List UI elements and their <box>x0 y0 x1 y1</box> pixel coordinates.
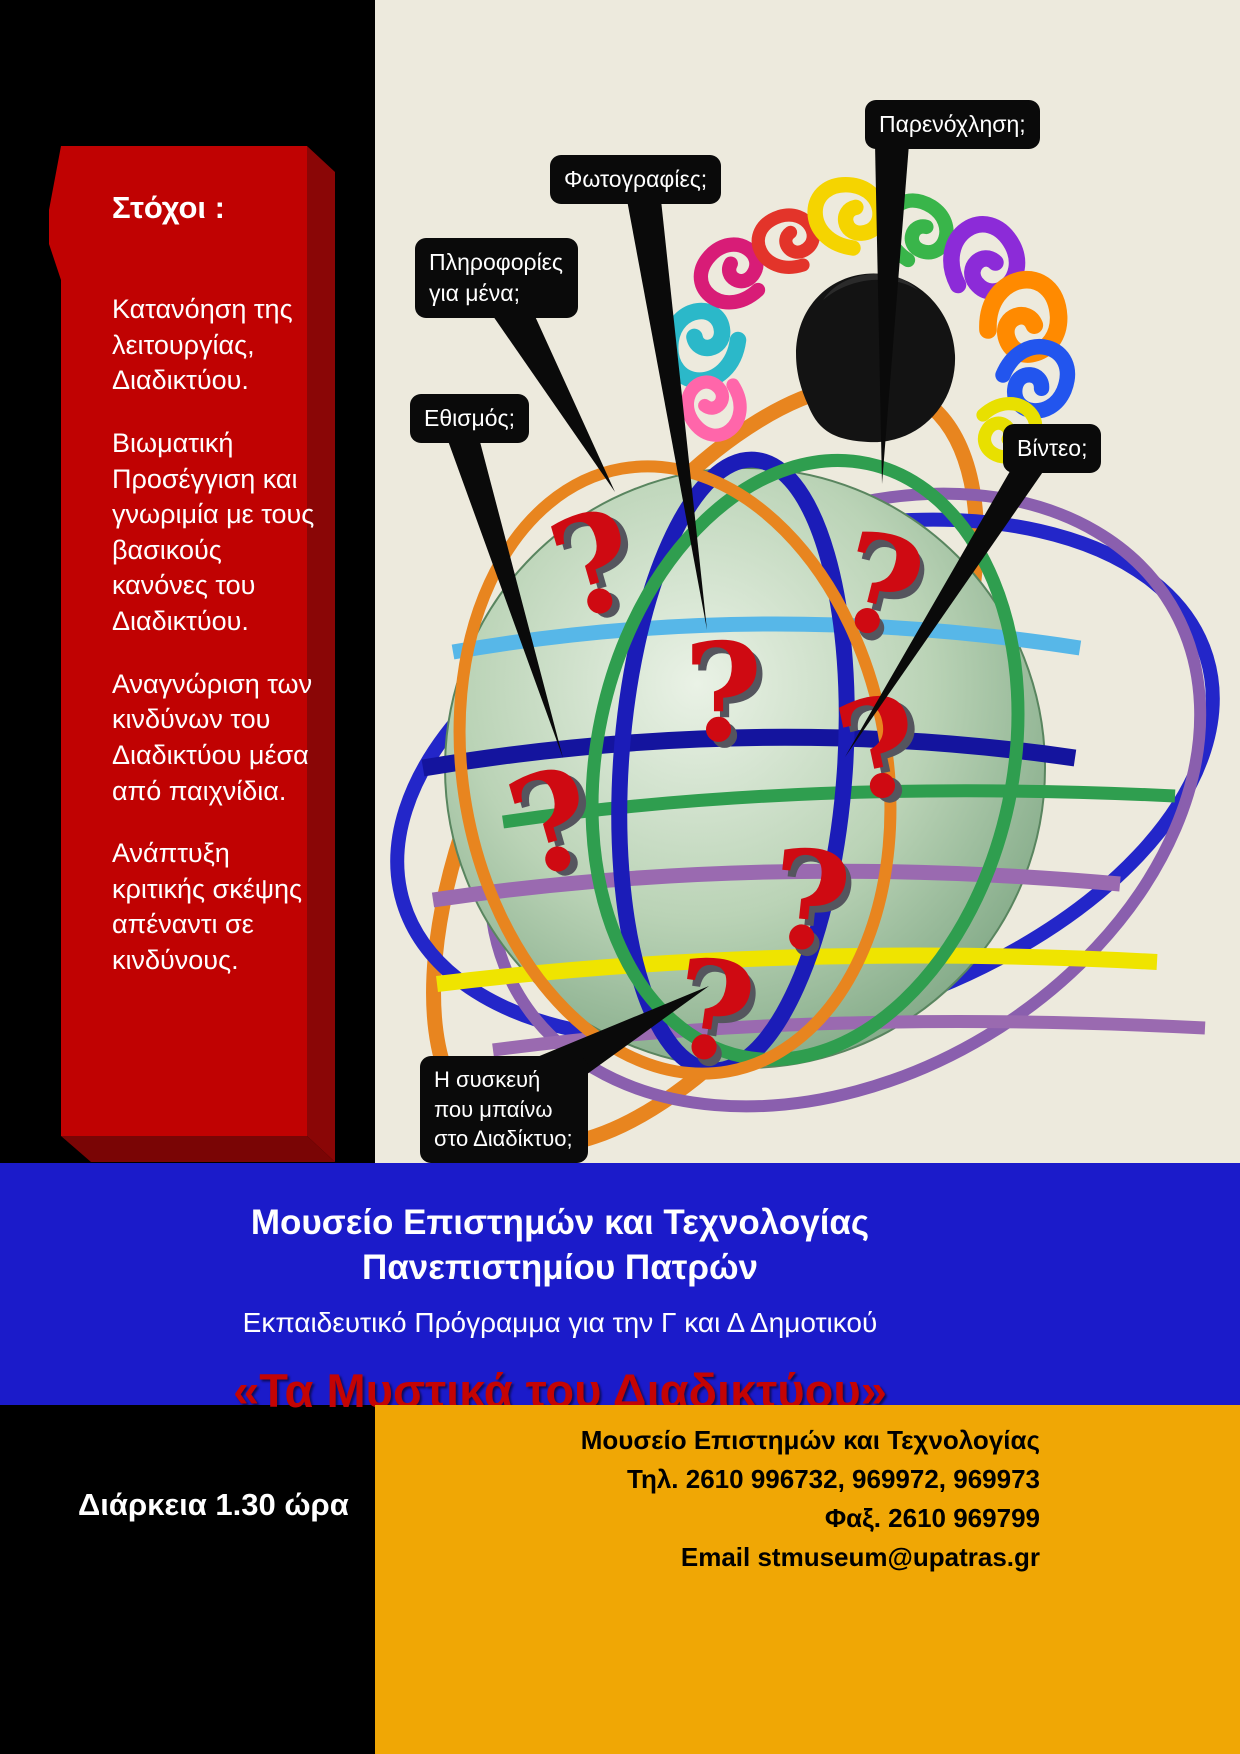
goals-panel-bottom <box>61 1136 335 1162</box>
goal-item: Ανάπτυξη κριτικής σκέψης απέναντι σε κιν… <box>112 838 303 975</box>
tail-photos <box>627 200 707 630</box>
banner-inner: Μουσείο Επιστημών και Τεχνολογίας Πανεπι… <box>0 1163 1120 1418</box>
callout-video-label: Βίντεο; <box>1017 435 1088 461</box>
tail-harassment <box>875 144 909 484</box>
latitude-arcs <box>421 616 1206 1057</box>
banner-program-subtitle: Εκπαιδευτικό Πρόγραμμα για την Γ και Δ Δ… <box>242 1306 878 1338</box>
callout-photos: Φωτογραφίες; <box>550 155 722 205</box>
goals-panel-notch <box>49 146 61 280</box>
callout-photos-label: Φωτογραφίες; <box>564 166 708 192</box>
contact-lines: Μουσείο Επιστημών και Τεχνολογίας Τηλ. 2… <box>375 1405 1240 1577</box>
meridian-arcs <box>453 451 1025 1080</box>
contact-phone: Τηλ. 2610 996732, 969972, 969973 <box>627 1464 1040 1494</box>
goals-title: Στόχοι : <box>112 190 225 225</box>
creature <box>660 175 1081 466</box>
banner: Μουσείο Επιστημών και Τεχνολογίας Πανεπι… <box>0 1163 1240 1417</box>
callout-addiction-label: Εθισμός; <box>424 405 515 431</box>
banner-university-name: Πανεπιστημίου Πατρών <box>361 1247 759 1287</box>
contact-panel: Μουσείο Επιστημών και Τεχνολογίας Τηλ. 2… <box>375 1405 1240 1754</box>
question-mark: ? <box>683 613 762 772</box>
duration-text: Διάρκεια 1.30 ώρα <box>78 1487 349 1522</box>
goals-panel-side <box>307 146 335 1162</box>
question-mark-shadow: ? <box>768 824 863 990</box>
callout-personal-info-label: Πληροφορίες για μένα; <box>429 249 564 307</box>
question-mark-shadow: ? <box>689 619 768 778</box>
callout-harassment-label: Παρενόχληση; <box>879 111 1026 137</box>
goals-panel-shape <box>49 146 335 1162</box>
callout-addiction: Εθισμός; <box>410 394 529 444</box>
goal-item: Αναγνώριση των κινδύνων του Διαδικτύου μ… <box>112 668 313 806</box>
question-mark: ? <box>762 818 857 984</box>
callout-video: Βίντεο; <box>1003 424 1102 474</box>
goals-panel: Στόχοι : Κατανόηση της λειτουργίας, Διαδ… <box>112 190 324 1006</box>
tail-personal-info <box>493 303 615 492</box>
contact-email: Email stmuseum@upatras.gr <box>680 1542 1040 1572</box>
contact-fax: Φαξ. 2610 969799 <box>824 1503 1040 1533</box>
banner-museum-name: Μουσείο Επιστημών και Τεχνολογίας <box>250 1203 870 1242</box>
tail-video <box>845 466 1047 757</box>
callout-device-label: Η συσκευή που μπαίνω στο Διαδίκτυο; <box>434 1067 573 1152</box>
contact-museum-name: Μουσείο Επιστημών και Τεχνολογίας <box>580 1425 1040 1455</box>
goals-panel-face <box>61 146 307 1136</box>
globe-illustration: ? ? ? ? ? ? ? ? ? ? ? ? <box>390 144 1220 1154</box>
goal-item: Βιωματική Προσέγγιση και γνωριμία με του… <box>112 427 315 636</box>
callout-personal-info: Πληροφορίες για μένα; <box>415 238 578 319</box>
callout-device: Η συσκευή που μπαίνω στο Διαδίκτυο; <box>420 1056 588 1164</box>
callout-harassment: Παρενόχληση; <box>865 100 1040 150</box>
creature-body <box>796 273 956 443</box>
tail-addiction <box>447 438 563 758</box>
goal-item: Κατανόηση της λειτουργίας, Διαδικτύου. <box>112 294 293 396</box>
